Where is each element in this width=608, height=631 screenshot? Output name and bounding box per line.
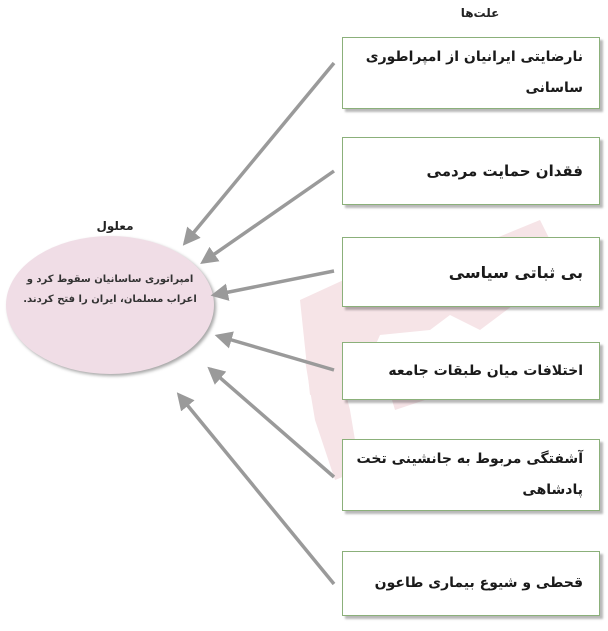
cause-box-6: قحطی و شیوع بیماری طاعون [342,551,600,616]
cause-box-2: فقدان حمایت مردمی [342,137,600,205]
cause-box-4: اختلافات میان طبقات جامعه [342,342,600,400]
arrow-2 [200,169,335,264]
cause-text-2: فقدان حمایت مردمی [426,161,583,180]
cause-box-5: آشفتگی مربوط به جانشینی تخت پادشاهی [342,439,600,511]
arrow-3 [210,269,335,301]
arrow-5 [207,366,336,479]
effect-text: امپراتوری ساسانیان سقوط کرد و اعراب مسلم… [23,274,197,305]
cause-text-5: آشفتگی مربوط به جانشینی تخت پادشاهی [356,451,583,498]
cause-text-6: قحطی و شیوع بیماری طاعون [374,575,583,591]
effect-ellipse: امپراتوری ساسانیان سقوط کرد و اعراب مسلم… [6,236,214,374]
cause-text-1: نارضایتی ایرانیان از امپراطوری ساسانی [365,49,583,96]
arrow-4 [214,331,335,372]
causes-title: علت‌ها [460,6,500,20]
arrow-1 [182,61,336,246]
cause-box-3: بی ثباتی سیاسی [342,237,600,307]
cause-text-4: اختلافات میان طبقات جامعه [388,362,583,379]
arrow-6 [176,392,336,586]
effect-title: معلول [96,219,134,233]
cause-text-3: بی ثباتی سیاسی [448,262,583,282]
cause-box-1: نارضایتی ایرانیان از امپراطوری ساسانی [342,37,600,109]
